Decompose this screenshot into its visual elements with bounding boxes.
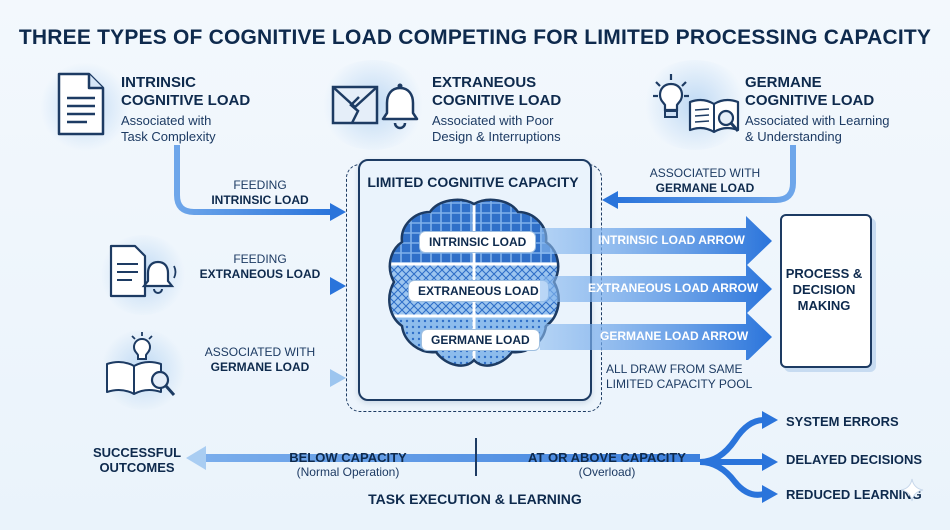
extraneous-load-arrow bbox=[540, 264, 772, 314]
germane-heading-line2: COGNITIVE LOAD bbox=[745, 92, 875, 109]
extraneous-heading-line1: EXTRANEOUS bbox=[432, 74, 537, 91]
germane-arrow-text: GERMANE LOAD ARROW bbox=[600, 329, 749, 343]
extraneous-heading-line2: COGNITIVE LOAD bbox=[432, 92, 562, 109]
germane-heading-line1: GERMANE bbox=[745, 74, 822, 91]
document-bell-icon bbox=[109, 244, 177, 298]
intrinsic-feed-arrow bbox=[174, 145, 332, 215]
outcome-reduced-learning: REDUCED LEARNING bbox=[786, 487, 922, 502]
outcome-system-errors: SYSTEM ERRORS bbox=[786, 414, 899, 429]
intrinsic-header: INTRINSIC COGNITIVE LOAD Associated with… bbox=[121, 74, 250, 145]
germane-desc: Associated with Learning& Understanding bbox=[745, 113, 890, 144]
below-capacity-label: BELOW CAPACITY(Normal Operation) bbox=[289, 450, 407, 479]
brain-intrinsic-label: INTRINSIC LOAD bbox=[419, 231, 537, 253]
book-magnifier-icon bbox=[688, 98, 740, 134]
extraneous-arrow-text: EXTRANEOUS LOAD ARROW bbox=[588, 281, 759, 295]
sparkle-icon bbox=[900, 478, 924, 502]
outcome-delayed-decisions: DELAYED DECISIONS bbox=[786, 452, 923, 467]
page-title: THREE TYPES OF COGNITIVE LOAD COMPETING … bbox=[18, 26, 932, 49]
extraneous-header: EXTRANEOUS COGNITIVE LOAD Associated wit… bbox=[432, 74, 561, 145]
bell-icon bbox=[381, 83, 419, 130]
broken-envelope-icon bbox=[331, 85, 379, 125]
above-capacity-label: AT OR ABOVE CAPACITY(Overload) bbox=[528, 450, 686, 479]
load-arrows bbox=[540, 216, 772, 360]
intrinsic-arrow-text: INTRINSIC LOAD ARROW bbox=[598, 233, 745, 247]
document-icon bbox=[57, 72, 105, 136]
capacity-title: LIMITED COGNITIVE CAPACITY bbox=[367, 174, 579, 190]
bulb-book-icon bbox=[106, 332, 176, 396]
brain-extraneous-label: EXTRANEOUS LOAD bbox=[408, 280, 549, 302]
germane-load-arrow bbox=[540, 312, 772, 360]
lightbulb-icon bbox=[653, 74, 689, 118]
intrinsic-heading-line1: INTRINSIC bbox=[121, 74, 196, 91]
task-execution-label: TASK EXECUTION & LEARNING bbox=[368, 491, 582, 507]
germane-top-arrow bbox=[616, 145, 796, 203]
germane-header: GERMANE COGNITIVE LOAD Associated with L… bbox=[745, 74, 890, 145]
process-box bbox=[780, 214, 872, 368]
brain-germane-label: GERMANE LOAD bbox=[421, 329, 540, 351]
intrinsic-load-arrow bbox=[540, 216, 772, 266]
intrinsic-heading-line2: COGNITIVE LOAD bbox=[121, 92, 251, 109]
